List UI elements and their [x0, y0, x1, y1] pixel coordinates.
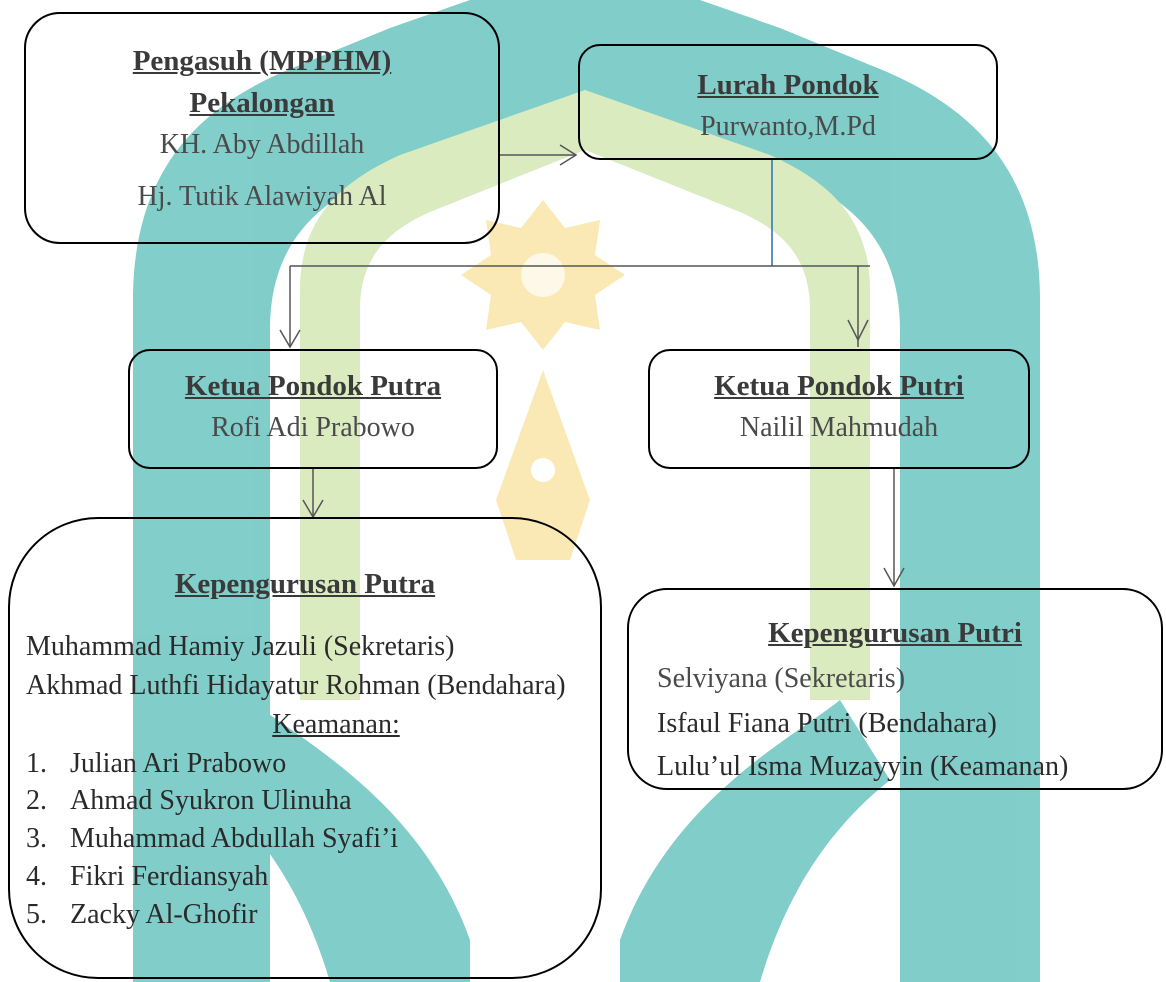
pengasuh-name-2: Hj. Tutik Alawiyah Al — [137, 181, 387, 213]
keamanan-name: Muhammad Abdullah Syafi’i — [70, 823, 399, 855]
ketua-putra-box: Ketua Pondok Putra Rofi Adi Prabowo — [128, 349, 498, 469]
ketua-putri-title: Ketua Pondok Putri — [714, 370, 964, 402]
keamanan-list: 1. Julian Ari Prabowo 2. Ahmad Syukron Uli… — [26, 745, 576, 934]
pengasuh-name-1: KH. Aby Abdillah — [159, 129, 365, 161]
keamanan-number: 5. — [26, 898, 47, 930]
lurah-box: Lurah Pondok Purwanto,M.Pd — [578, 44, 998, 160]
kepengurusan-putri-box: Kepengurusan Putri Selviyana (Sekretaris… — [627, 588, 1163, 790]
kepengurusan-putri-title: Kepengurusan Putri — [768, 617, 1022, 649]
keamanan-number: 1. — [26, 747, 47, 779]
keamanan-item: 4. Fikri Ferdiansyah — [26, 858, 576, 896]
putra-member-2: Akhmad Luthfi Hidayatur Rohman (Bendahar… — [26, 670, 566, 702]
putra-member-1: Muhammad Hamiy Jazuli (Sekretaris) — [26, 631, 455, 663]
putri-member-1: Selviyana (Sekretaris) — [657, 663, 906, 695]
keamanan-item: 1. Julian Ari Prabowo — [26, 745, 576, 783]
watermark-inner-arch — [300, 90, 870, 700]
ketua-putri-name: Nailil Mahmudah — [739, 412, 939, 444]
ketua-putri-box: Ketua Pondok Putri Nailil Mahmudah — [648, 349, 1030, 469]
pengasuh-title-line1: Pengasuh (MPPHM) — [132, 45, 392, 77]
keamanan-item: 5. Zacky Al-Ghofir — [26, 896, 576, 934]
pengasuh-title-line2: Pekalongan — [189, 87, 335, 120]
putri-member-3: Lulu’ul Isma Muzayyin (Keamanan) — [657, 751, 1069, 783]
ketua-putra-title: Ketua Pondok Putra — [184, 370, 442, 402]
keamanan-name: Zacky Al-Ghofir — [70, 898, 258, 930]
keamanan-number: 2. — [26, 785, 47, 817]
keamanan-name: Fikri Ferdiansyah — [70, 861, 269, 892]
watermark-outer-arch — [133, 0, 1040, 982]
putri-member-2: Isfaul Fiana Putri (Bendahara) — [657, 708, 997, 740]
keamanan-number: 4. — [26, 861, 47, 892]
keamanan-number: 3. — [26, 823, 47, 855]
watermark-bottom-left — [200, 700, 470, 982]
keamanan-item: 3. Muhammad Abdullah Syafi’i — [26, 820, 576, 858]
keamanan-name: Ahmad Syukron Ulinuha — [70, 785, 352, 817]
keamanan-label: Keamanan: — [272, 709, 400, 741]
watermark-star — [461, 200, 625, 350]
pengasuh-box: Pengasuh (MPPHM) Pekalongan KH. Aby Abdi… — [24, 12, 500, 244]
lurah-title: Lurah Pondok — [697, 69, 879, 101]
keamanan-item: 2. Ahmad Syukron Ulinuha — [26, 782, 576, 820]
kepengurusan-putra-box: Kepengurusan Putra Muhammad Hamiy Jazuli… — [8, 517, 602, 979]
kepengurusan-putra-title: Kepengurusan Putra — [174, 568, 436, 600]
keamanan-name: Julian Ari Prabowo — [70, 747, 287, 779]
lurah-name: Purwanto,M.Pd — [700, 111, 876, 143]
ketua-putra-name: Rofi Adi Prabowo — [211, 412, 415, 444]
watermark-bottom-right — [620, 700, 890, 982]
